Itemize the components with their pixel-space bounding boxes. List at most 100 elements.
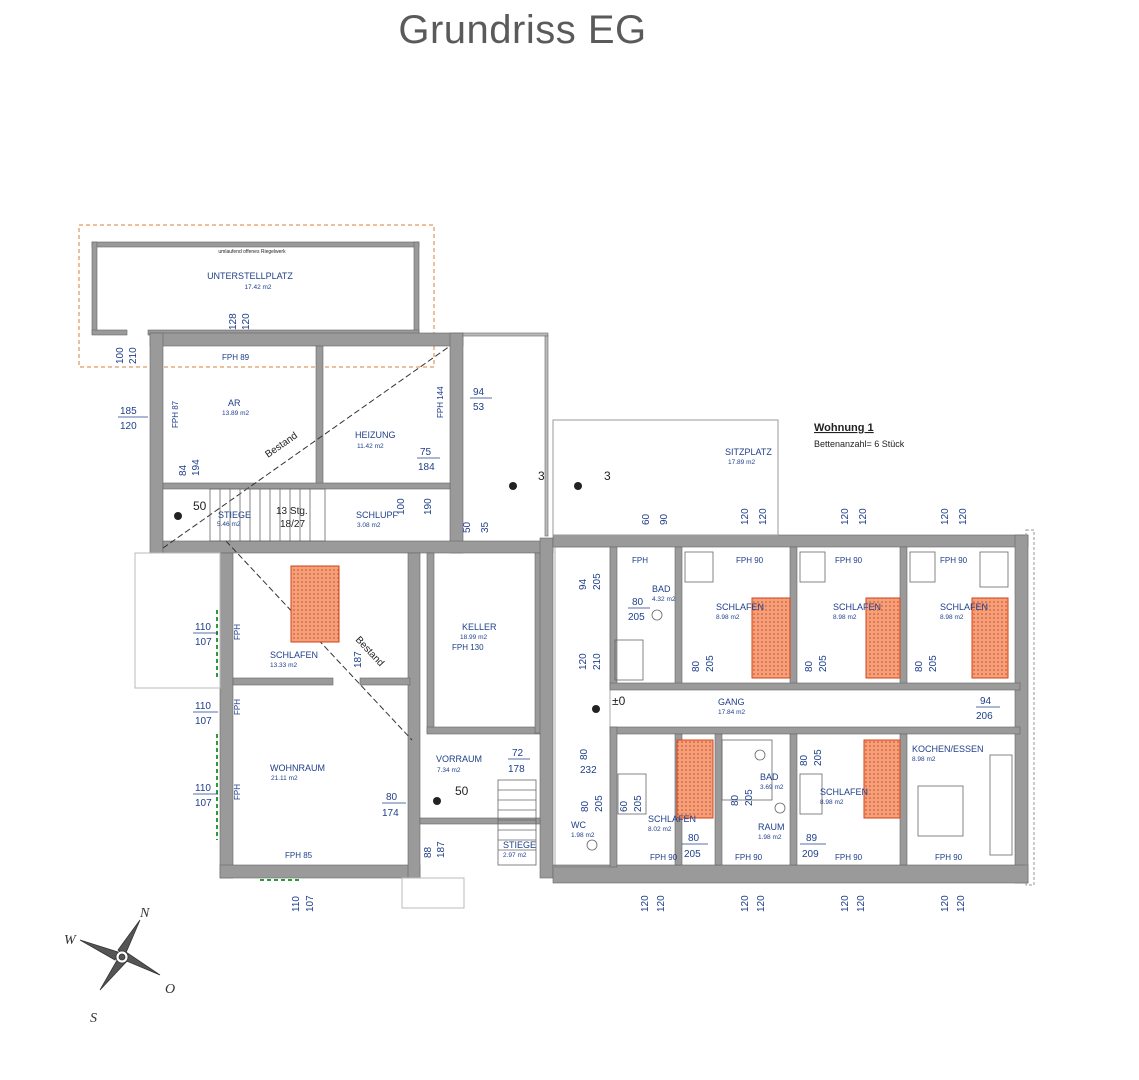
dim-80j: 80 bbox=[688, 833, 700, 844]
room-bad-bottom: BAD bbox=[760, 772, 779, 782]
dim-100b: 100 bbox=[396, 498, 407, 515]
level-3b: 3 bbox=[604, 469, 611, 483]
level-50-bottom: 50 bbox=[455, 784, 469, 798]
area-sitzplatz: 17.89 m2 bbox=[728, 459, 755, 466]
fph-w1: FPH bbox=[233, 624, 242, 640]
dim-75: 75 bbox=[420, 447, 432, 458]
stairs bbox=[209, 488, 537, 866]
dim-205i: 205 bbox=[684, 849, 701, 860]
bot-120g: 120 bbox=[940, 895, 951, 912]
compass-w: W bbox=[64, 933, 77, 948]
area-schlafen-w: 13.33 m2 bbox=[270, 662, 297, 669]
walls-left bbox=[149, 332, 554, 879]
dim-80i: 80 bbox=[799, 754, 810, 766]
dim-210b: 210 bbox=[592, 653, 603, 670]
fph-w3: FPH bbox=[233, 784, 242, 800]
room-ar: AR bbox=[228, 398, 241, 408]
dim-205c: 205 bbox=[705, 655, 716, 672]
bot-120f: 120 bbox=[856, 895, 867, 912]
area-schlupf: 3.08 m2 bbox=[357, 522, 381, 529]
fixtures bbox=[586, 551, 1013, 856]
room-schlafen-1: SCHLAFEN bbox=[716, 602, 764, 612]
dim-120b: 120 bbox=[120, 421, 137, 432]
room-schlafen-2: SCHLAFEN bbox=[833, 602, 881, 612]
room-schlupf: SCHLUPF bbox=[356, 510, 399, 520]
fph-bad-top: FPH bbox=[632, 556, 648, 565]
top-120e: 120 bbox=[940, 508, 951, 525]
dim-185: 185 bbox=[120, 406, 137, 417]
fph-w2: FPH bbox=[233, 699, 242, 715]
fph-ar: FPH 89 bbox=[222, 353, 250, 362]
fph-b3: FPH 90 bbox=[835, 853, 863, 862]
top-90: 90 bbox=[659, 513, 670, 525]
room-keller: KELLER bbox=[462, 622, 497, 632]
bestand-label-top: Bestand bbox=[263, 430, 299, 460]
dim-94a: 94 bbox=[473, 387, 485, 398]
top-120c: 120 bbox=[840, 508, 851, 525]
dim-205e: 205 bbox=[928, 655, 939, 672]
compass-o: O bbox=[165, 982, 175, 997]
room-raum: RAUM bbox=[758, 822, 785, 832]
room-schlafen-5: SCHLAFEN bbox=[820, 787, 868, 797]
dim-94b: 94 bbox=[578, 578, 589, 590]
dim-80g: 80 bbox=[580, 800, 591, 812]
fph-b1: FPH 90 bbox=[650, 853, 678, 862]
dim-80a: 80 bbox=[632, 597, 644, 608]
bot-120b: 120 bbox=[656, 895, 667, 912]
dim-110b: 110 bbox=[195, 701, 211, 712]
top-120b: 120 bbox=[758, 508, 769, 525]
dim-184: 184 bbox=[418, 462, 435, 473]
dim-107a: 107 bbox=[195, 637, 212, 648]
dim-190: 190 bbox=[423, 498, 434, 515]
carport-outline bbox=[78, 224, 435, 368]
area-gang: 17.84 m2 bbox=[718, 709, 745, 716]
dim-94c: 94 bbox=[980, 696, 992, 707]
fph-s3: FPH 90 bbox=[940, 556, 968, 565]
dim-205a: 205 bbox=[592, 573, 603, 590]
fph-s2: FPH 90 bbox=[835, 556, 863, 565]
room-vorraum: VORRAUM bbox=[436, 754, 482, 764]
level-markers bbox=[174, 482, 600, 805]
dim-205b: 205 bbox=[628, 612, 645, 623]
dim-210: 210 bbox=[128, 347, 139, 364]
area-wc: 1.98 m2 bbox=[571, 832, 595, 839]
apartment-name: Wohnung 1 bbox=[814, 422, 874, 434]
area-schlafen-3: 8.98 m2 bbox=[940, 614, 964, 621]
area-unterstellplatz: 17.42 m2 bbox=[244, 284, 271, 291]
area-schlafen-4: 8.02 m2 bbox=[648, 826, 672, 833]
room-stiege-top: STIEGE bbox=[218, 510, 251, 520]
dim-128: 128 bbox=[228, 313, 239, 330]
dim-107c: 107 bbox=[195, 798, 212, 809]
dim-206: 206 bbox=[976, 711, 993, 722]
fph-b4: FPH 90 bbox=[935, 853, 963, 862]
dim-84: 84 bbox=[178, 464, 189, 476]
dim-120a: 120 bbox=[241, 313, 252, 330]
room-schlafen-3: SCHLAFEN bbox=[940, 602, 988, 612]
area-schlafen-2: 8.98 m2 bbox=[833, 614, 857, 621]
stair-steps-2: 18/27 bbox=[280, 519, 305, 530]
dim-107b: 107 bbox=[195, 716, 212, 727]
room-unterstellplatz: UNTERSTELLPLATZ bbox=[207, 271, 293, 281]
area-wohnraum: 21.11 m2 bbox=[271, 775, 298, 782]
carport-frame bbox=[91, 241, 420, 336]
compass-s: S bbox=[90, 1011, 97, 1026]
dim-205f: 205 bbox=[594, 795, 605, 812]
dim-209: 209 bbox=[802, 849, 819, 860]
bot-120h: 120 bbox=[956, 895, 967, 912]
dim-187b: 187 bbox=[436, 841, 447, 858]
window-marks bbox=[216, 610, 300, 881]
level-pm0: ±0 bbox=[612, 694, 626, 708]
room-bad-top: BAD bbox=[652, 584, 671, 594]
level-3a: 3 bbox=[538, 469, 545, 483]
dim-194: 194 bbox=[191, 459, 202, 476]
dim-110c: 110 bbox=[195, 783, 211, 794]
walls-right bbox=[552, 534, 1029, 884]
page-title: Grundriss EG bbox=[398, 8, 647, 52]
area-bad-top: 4.32 m2 bbox=[652, 596, 676, 603]
room-schlafen-w: SCHLAFEN bbox=[270, 650, 318, 660]
area-bad-bottom: 3.69 m2 bbox=[760, 784, 784, 791]
top-120a: 120 bbox=[740, 508, 751, 525]
area-heizung: 11.42 m2 bbox=[357, 443, 384, 450]
area-vorraum: 7.34 m2 bbox=[437, 767, 461, 774]
dim-89: 89 bbox=[806, 833, 818, 844]
